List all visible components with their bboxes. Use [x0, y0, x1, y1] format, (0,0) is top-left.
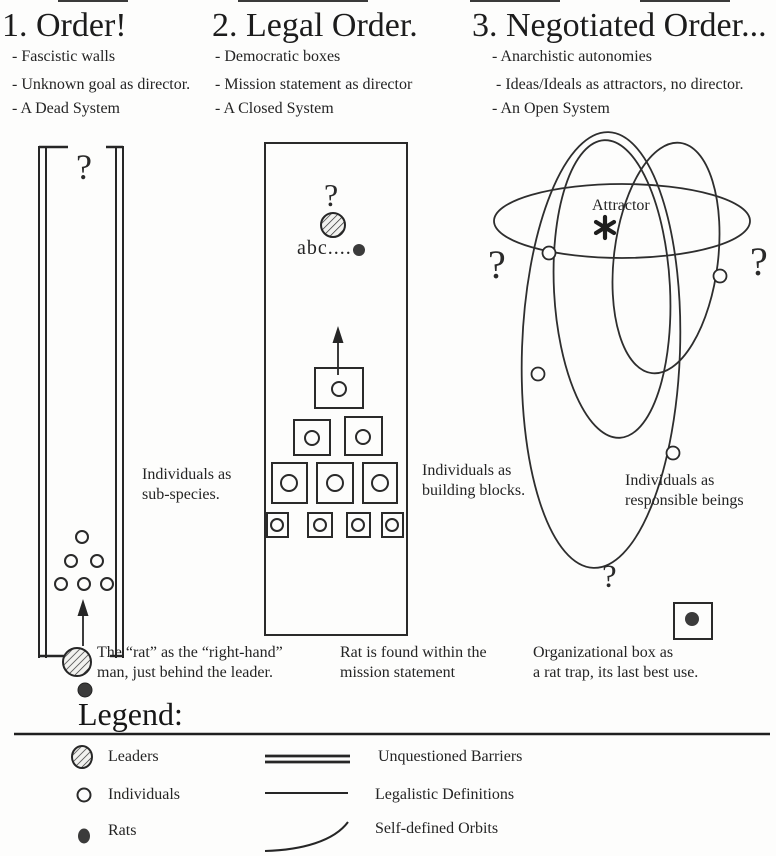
orbit-medium	[552, 139, 672, 439]
block-box	[346, 512, 371, 538]
individual-icon	[541, 245, 557, 261]
attractor-label: Attractor	[592, 197, 650, 214]
building-blocks-pyramid	[266, 367, 404, 538]
block-box	[362, 462, 398, 504]
attractor-asterisk-icon	[593, 214, 617, 241]
column1-note: sub-species.	[142, 486, 220, 503]
column3-caption: a rat trap, its last best use.	[533, 664, 699, 681]
orbit-horizontal	[493, 183, 751, 259]
column3-title: 3. Negotiated Order...	[472, 7, 767, 44]
block-box	[314, 367, 364, 409]
individual-icon	[355, 429, 371, 445]
question-mark: ?	[750, 239, 768, 284]
rat-icon	[77, 682, 93, 698]
block-box	[271, 462, 308, 504]
individual-icon	[351, 518, 365, 532]
rat-icon	[685, 612, 699, 626]
column1-bullet: - Fascistic walls	[12, 48, 116, 65]
corridor-individuals-icons	[54, 530, 114, 591]
column2-caption: mission statement	[340, 664, 456, 681]
abc-label: abc....	[297, 237, 352, 259]
corridor-double-walls	[38, 145, 124, 658]
individual-icon	[712, 268, 728, 284]
column2-bullet: - Democratic boxes	[215, 48, 341, 65]
rat-trap-box	[673, 602, 713, 640]
column1-caption: man, just behind the leader.	[97, 664, 273, 681]
legend-item-label: Legalistic Definitions	[375, 786, 515, 803]
individual-icon	[270, 518, 284, 532]
block-box	[316, 462, 354, 504]
legend-item-label: Leaders	[108, 748, 159, 765]
legend-item-label: Individuals	[108, 786, 180, 803]
orbit-curve-icon	[264, 821, 349, 852]
individual-icon	[100, 577, 114, 591]
question-mark: ?	[488, 242, 506, 287]
double-line-icon	[265, 754, 350, 764]
orbit-ellipses	[493, 131, 751, 569]
individual-icon	[313, 518, 327, 532]
individual-icon	[326, 474, 344, 492]
legend-item-label: Rats	[108, 822, 137, 839]
column2-caption: Rat is found within the	[340, 644, 487, 661]
orbit-large	[520, 131, 682, 569]
rat-icon	[353, 244, 365, 256]
individual-icon	[530, 366, 546, 382]
legal-order-box	[264, 142, 408, 636]
column3-caption: Organizational box as	[533, 644, 674, 661]
block-box	[293, 419, 331, 456]
question-mark: ?	[76, 147, 92, 187]
block-box	[344, 416, 383, 456]
column1-note: Individuals as	[142, 466, 232, 483]
block-box	[266, 512, 289, 538]
up-arrow-icon	[77, 599, 89, 646]
individual-icon	[331, 381, 347, 397]
column3-note: responsible beings	[625, 492, 744, 509]
rat-icon	[78, 828, 90, 844]
legend-title: Legend:	[78, 696, 183, 732]
column2-bullet: - A Closed System	[215, 100, 334, 117]
individual-icon	[385, 518, 399, 532]
column2-title: 2. Legal Order.	[212, 7, 418, 44]
block-box	[307, 512, 333, 538]
column1-bullet: - Unknown goal as director.	[12, 76, 191, 93]
individual-icon	[77, 577, 91, 591]
individual-icon	[75, 530, 89, 544]
column2-bullet: - Mission statement as director	[215, 76, 413, 93]
individual-icon	[64, 554, 78, 568]
column3-bullet: - An Open System	[492, 100, 610, 117]
column3-bullet: - Anarchistic autonomies	[492, 48, 652, 65]
block-box	[381, 512, 404, 538]
orbit-individuals-icons	[530, 245, 728, 461]
column2-note: building blocks.	[422, 482, 526, 499]
column3-note: Individuals as	[625, 472, 715, 489]
individual-icon	[371, 474, 389, 492]
column3-bullet: - Ideas/Ideals as attractors, no directo…	[496, 76, 744, 93]
individual-icon	[90, 554, 104, 568]
orbit-small	[611, 141, 721, 375]
individual-icon	[54, 577, 68, 591]
legend-item-label: Self-defined Orbits	[375, 820, 499, 837]
question-mark: ?	[324, 177, 339, 213]
column2-note: Individuals as	[422, 462, 512, 479]
column1-bullet: - A Dead System	[12, 100, 120, 117]
leader-icon	[71, 745, 93, 769]
leader-icon	[320, 212, 346, 238]
individual-icon	[304, 430, 320, 446]
individual-icon	[280, 474, 298, 492]
question-mark: ?	[602, 559, 617, 595]
individual-icon	[665, 445, 681, 461]
leader-icon	[62, 647, 92, 677]
column1-title: 1. Order!	[2, 7, 127, 44]
individual-icon	[76, 787, 92, 803]
legend-item-label: Unquestioned Barriers	[378, 748, 523, 765]
column1-caption: The “rat” as the “right-hand”	[97, 644, 283, 661]
